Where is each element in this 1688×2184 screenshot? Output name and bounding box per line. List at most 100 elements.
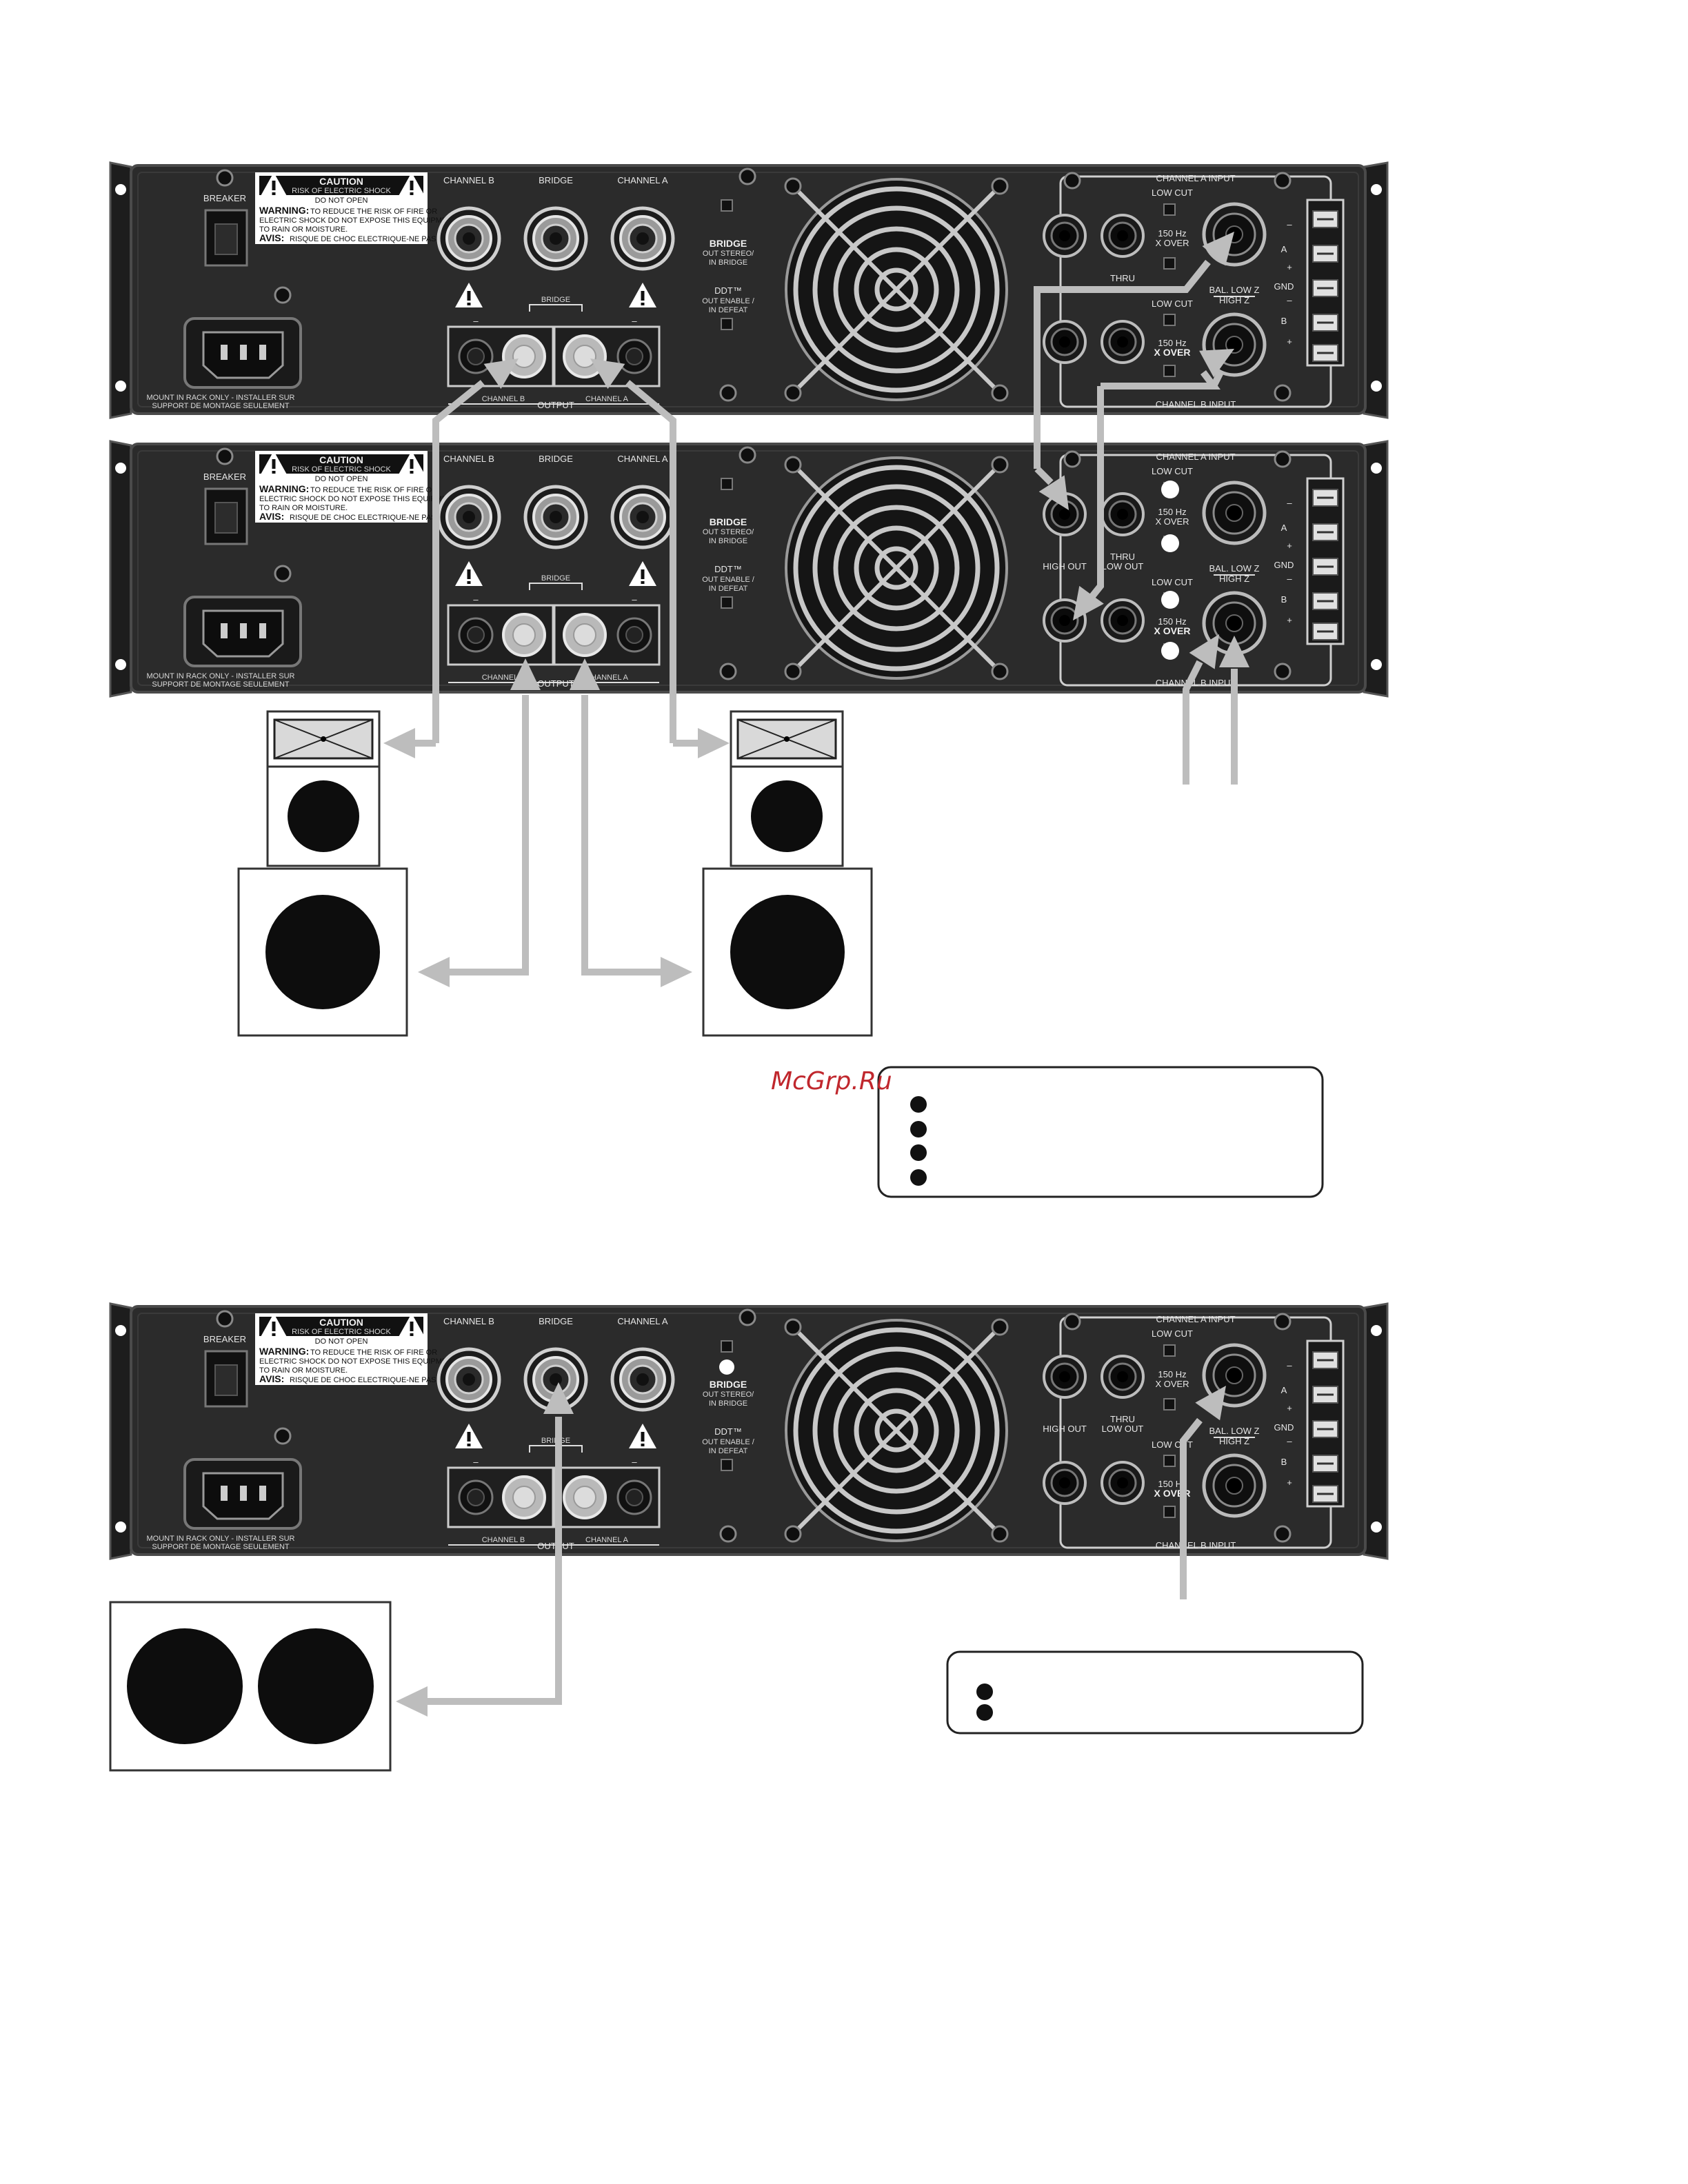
rack-ear-right [1363, 161, 1389, 419]
thru-low-out-jack-a [1101, 1355, 1145, 1399]
bal-label: HIGH Z [1219, 574, 1249, 584]
binding-post-red [563, 613, 607, 657]
settings-legend-bridge [946, 1650, 1364, 1735]
bridge-switch-label: OUT STEREO/ [703, 528, 754, 536]
channel-a-input-label: CHANNEL A INPUT [1156, 452, 1235, 462]
high-out-jack-b [1043, 1461, 1087, 1505]
breaker-rocker [214, 1364, 238, 1396]
screw-icon [1063, 172, 1081, 190]
arrow-high-out-a-link [1034, 259, 1211, 469]
bridge-switch [721, 1340, 733, 1353]
caution-title: CAUTION [319, 454, 363, 465]
avis-text: RISQUE DE CHOC ELECTRIQUE-NE PAS OUVRIR [290, 235, 468, 243]
arrow-channel-a-to-right-horn [625, 380, 676, 743]
caution-subtitle: DO NOT OPEN [315, 1337, 368, 1346]
ddt-label: IN DEFEAT [709, 1447, 748, 1455]
terminal-a-label: A [1281, 244, 1287, 254]
channel-a-output-label: CHANNEL A [585, 1536, 629, 1544]
thru-label: THRU [1110, 552, 1135, 562]
arrow-bridge-to-cabinet [428, 1417, 562, 1705]
minus-sign: – [1287, 219, 1292, 230]
ddt-label: OUT ENABLE / [702, 1438, 755, 1446]
xover-label: X OVER [1155, 516, 1189, 527]
arrow-bridge-input [1180, 1417, 1203, 1599]
screw-icon [719, 663, 737, 680]
channel-b-input-label: CHANNEL B INPUT [1156, 1540, 1236, 1550]
minus-sign: – [1287, 574, 1292, 584]
combo-input-a [1204, 204, 1265, 265]
output-label: OUTPUT [537, 400, 574, 410]
breaker-label: BREAKER [203, 472, 246, 482]
plus-sign: + [1287, 336, 1292, 347]
horn-driver-icon [321, 736, 326, 742]
terminal-b-label: B [1281, 316, 1287, 326]
arrow-head [1189, 634, 1219, 669]
binding-post-red [502, 613, 546, 657]
fan-grill-ring [812, 484, 981, 652]
caution-banner [259, 454, 423, 474]
arrow-head [1199, 349, 1234, 378]
low-cut-switch-a [1163, 203, 1176, 216]
low-cut-switch-a [1163, 1344, 1176, 1357]
screw-icon [991, 1318, 1009, 1336]
plus-sign: + [1287, 262, 1292, 272]
rack-hole [1371, 659, 1382, 670]
rack-hole [115, 659, 126, 670]
arrow-head [570, 658, 600, 690]
bridge-switch-label: IN BRIDGE [709, 1399, 747, 1408]
subwoofer-cabinet-right [702, 867, 873, 1037]
minus-sign: – [1287, 1360, 1292, 1371]
thru-label: THRU [1110, 1414, 1135, 1424]
minus-sign: – [632, 594, 637, 605]
bridge-switch [721, 199, 733, 212]
xover-switch-b [1163, 365, 1176, 377]
arrow-input-a [1183, 660, 1203, 785]
channel-a-label: CHANNEL A [617, 1316, 668, 1326]
warning-text: TO RAIN OR MOISTURE. [259, 504, 348, 512]
xover-label: 150 Hz [1158, 1479, 1186, 1489]
power-pin [240, 345, 247, 360]
warning-text: ELECTRIC SHOCK DO NOT EXPOSE THIS EQUIPM… [259, 216, 457, 225]
terminal-b-label: B [1281, 1457, 1287, 1467]
power-pin [221, 345, 228, 360]
rack-ear-left [109, 1302, 132, 1560]
legend-bullet-icon [910, 1121, 927, 1138]
arrow-head [1038, 475, 1069, 510]
subwoofer-cabinet-left [237, 867, 408, 1037]
screw-icon [991, 456, 1009, 474]
xover-label: 150 Hz [1158, 228, 1186, 239]
xover-label: X OVER [1154, 625, 1191, 636]
arrow-head [510, 658, 541, 690]
channel-b-output-label: CHANNEL B [482, 674, 525, 682]
rack-ear-right [1363, 1302, 1389, 1560]
full-range-cabinet-left [266, 710, 381, 867]
avis-text: RISQUE DE CHOC ELECTRIQUE-NE PAS OUVRIR [290, 514, 468, 522]
rack-ear-left [109, 161, 132, 419]
fan-grill-spoke [791, 184, 1002, 395]
channel-a-input-label: CHANNEL A INPUT [1156, 173, 1235, 183]
thru-low-out-jack-a [1101, 214, 1145, 258]
low-cut-switch-b [1163, 314, 1176, 326]
bal-label: HIGH Z [1219, 1436, 1249, 1446]
ddt-label: DDT™ [714, 285, 742, 296]
fan-grill-ring [793, 465, 1000, 671]
xover-label: X OVER [1155, 238, 1189, 248]
xover-label: 150 Hz [1158, 1369, 1186, 1379]
mount-text: MOUNT IN RACK ONLY - INSTALLER SUR [147, 394, 295, 402]
minus-sign: – [632, 1457, 637, 1467]
arrow-channel-b-to-left-woofer [448, 695, 529, 975]
speakon-bridge [525, 208, 586, 269]
breaker-switch [204, 487, 248, 545]
channel-b-label: CHANNEL B [443, 1316, 494, 1326]
terminal-a-label: A [1281, 523, 1287, 533]
mount-text: MOUNT IN RACK ONLY - INSTALLER SUR [147, 672, 295, 680]
bridge-switch-label: OUT STEREO/ [703, 1391, 754, 1399]
warning-title: WARNING: [259, 483, 309, 494]
binding-post-black [616, 617, 652, 653]
legend-bullet-icon [910, 1096, 927, 1113]
speaker-cone-icon [730, 895, 845, 1009]
ddt-label: OUT ENABLE / [702, 576, 755, 584]
binding-post-red [502, 1475, 546, 1519]
mount-text: MOUNT IN RACK ONLY - INSTALLER SUR [147, 1535, 295, 1543]
fan-grill-ring [854, 247, 939, 332]
